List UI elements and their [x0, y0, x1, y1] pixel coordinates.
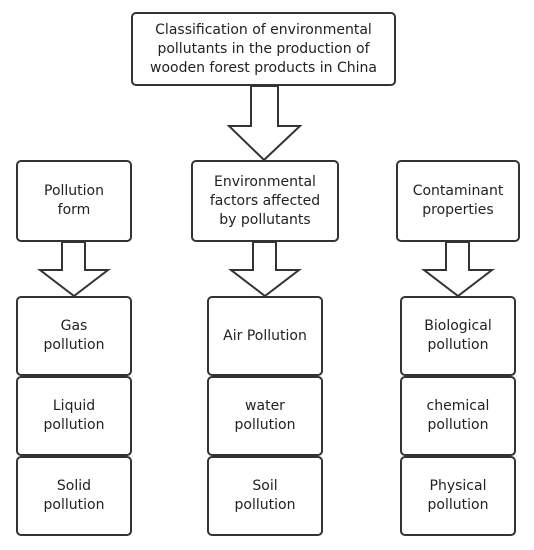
item-liquid-pollution-label: Liquid pollution [43, 398, 105, 433]
item-air-pollution-label: Air Pollution [223, 327, 307, 344]
item-physical-pollution-label: Physical pollution [427, 478, 489, 513]
item-gas-pollution: Gas pollution [16, 296, 132, 376]
arrow-form-to-items [37, 241, 111, 298]
item-liquid-pollution: Liquid pollution [16, 376, 132, 456]
item-air-pollution: Air Pollution [207, 296, 323, 376]
item-water-pollution: water pollution [207, 376, 323, 456]
item-biological-pollution-label: Biological pollution [424, 318, 492, 353]
item-gas-pollution-label: Gas pollution [43, 318, 105, 353]
item-solid-pollution: Solid pollution [16, 456, 132, 536]
heading-contaminant-properties-label: Contaminant properties [412, 183, 504, 218]
arrow-factors-to-items [228, 241, 302, 298]
heading-environmental-factors-label: Environmental factors affected by pollut… [209, 173, 321, 228]
arrow-root-to-factors [226, 85, 303, 162]
item-soil-pollution: Soil pollution [207, 456, 323, 536]
item-chemical-pollution: chemical pollution [400, 376, 516, 456]
heading-pollution-form-label: Pollution form [44, 183, 104, 218]
item-chemical-pollution-label: chemical pollution [426, 398, 490, 433]
item-physical-pollution: Physical pollution [400, 456, 516, 536]
arrow-properties-to-items [421, 241, 495, 298]
root-label: Classification of environmental pollutan… [150, 21, 377, 76]
root-box: Classification of environmental pollutan… [131, 12, 396, 86]
item-water-pollution-label: water pollution [234, 398, 296, 433]
heading-contaminant-properties: Contaminant properties [396, 160, 520, 242]
item-soil-pollution-label: Soil pollution [234, 478, 296, 513]
heading-environmental-factors: Environmental factors affected by pollut… [191, 160, 339, 242]
item-solid-pollution-label: Solid pollution [43, 478, 105, 513]
item-biological-pollution: Biological pollution [400, 296, 516, 376]
heading-pollution-form: Pollution form [16, 160, 132, 242]
